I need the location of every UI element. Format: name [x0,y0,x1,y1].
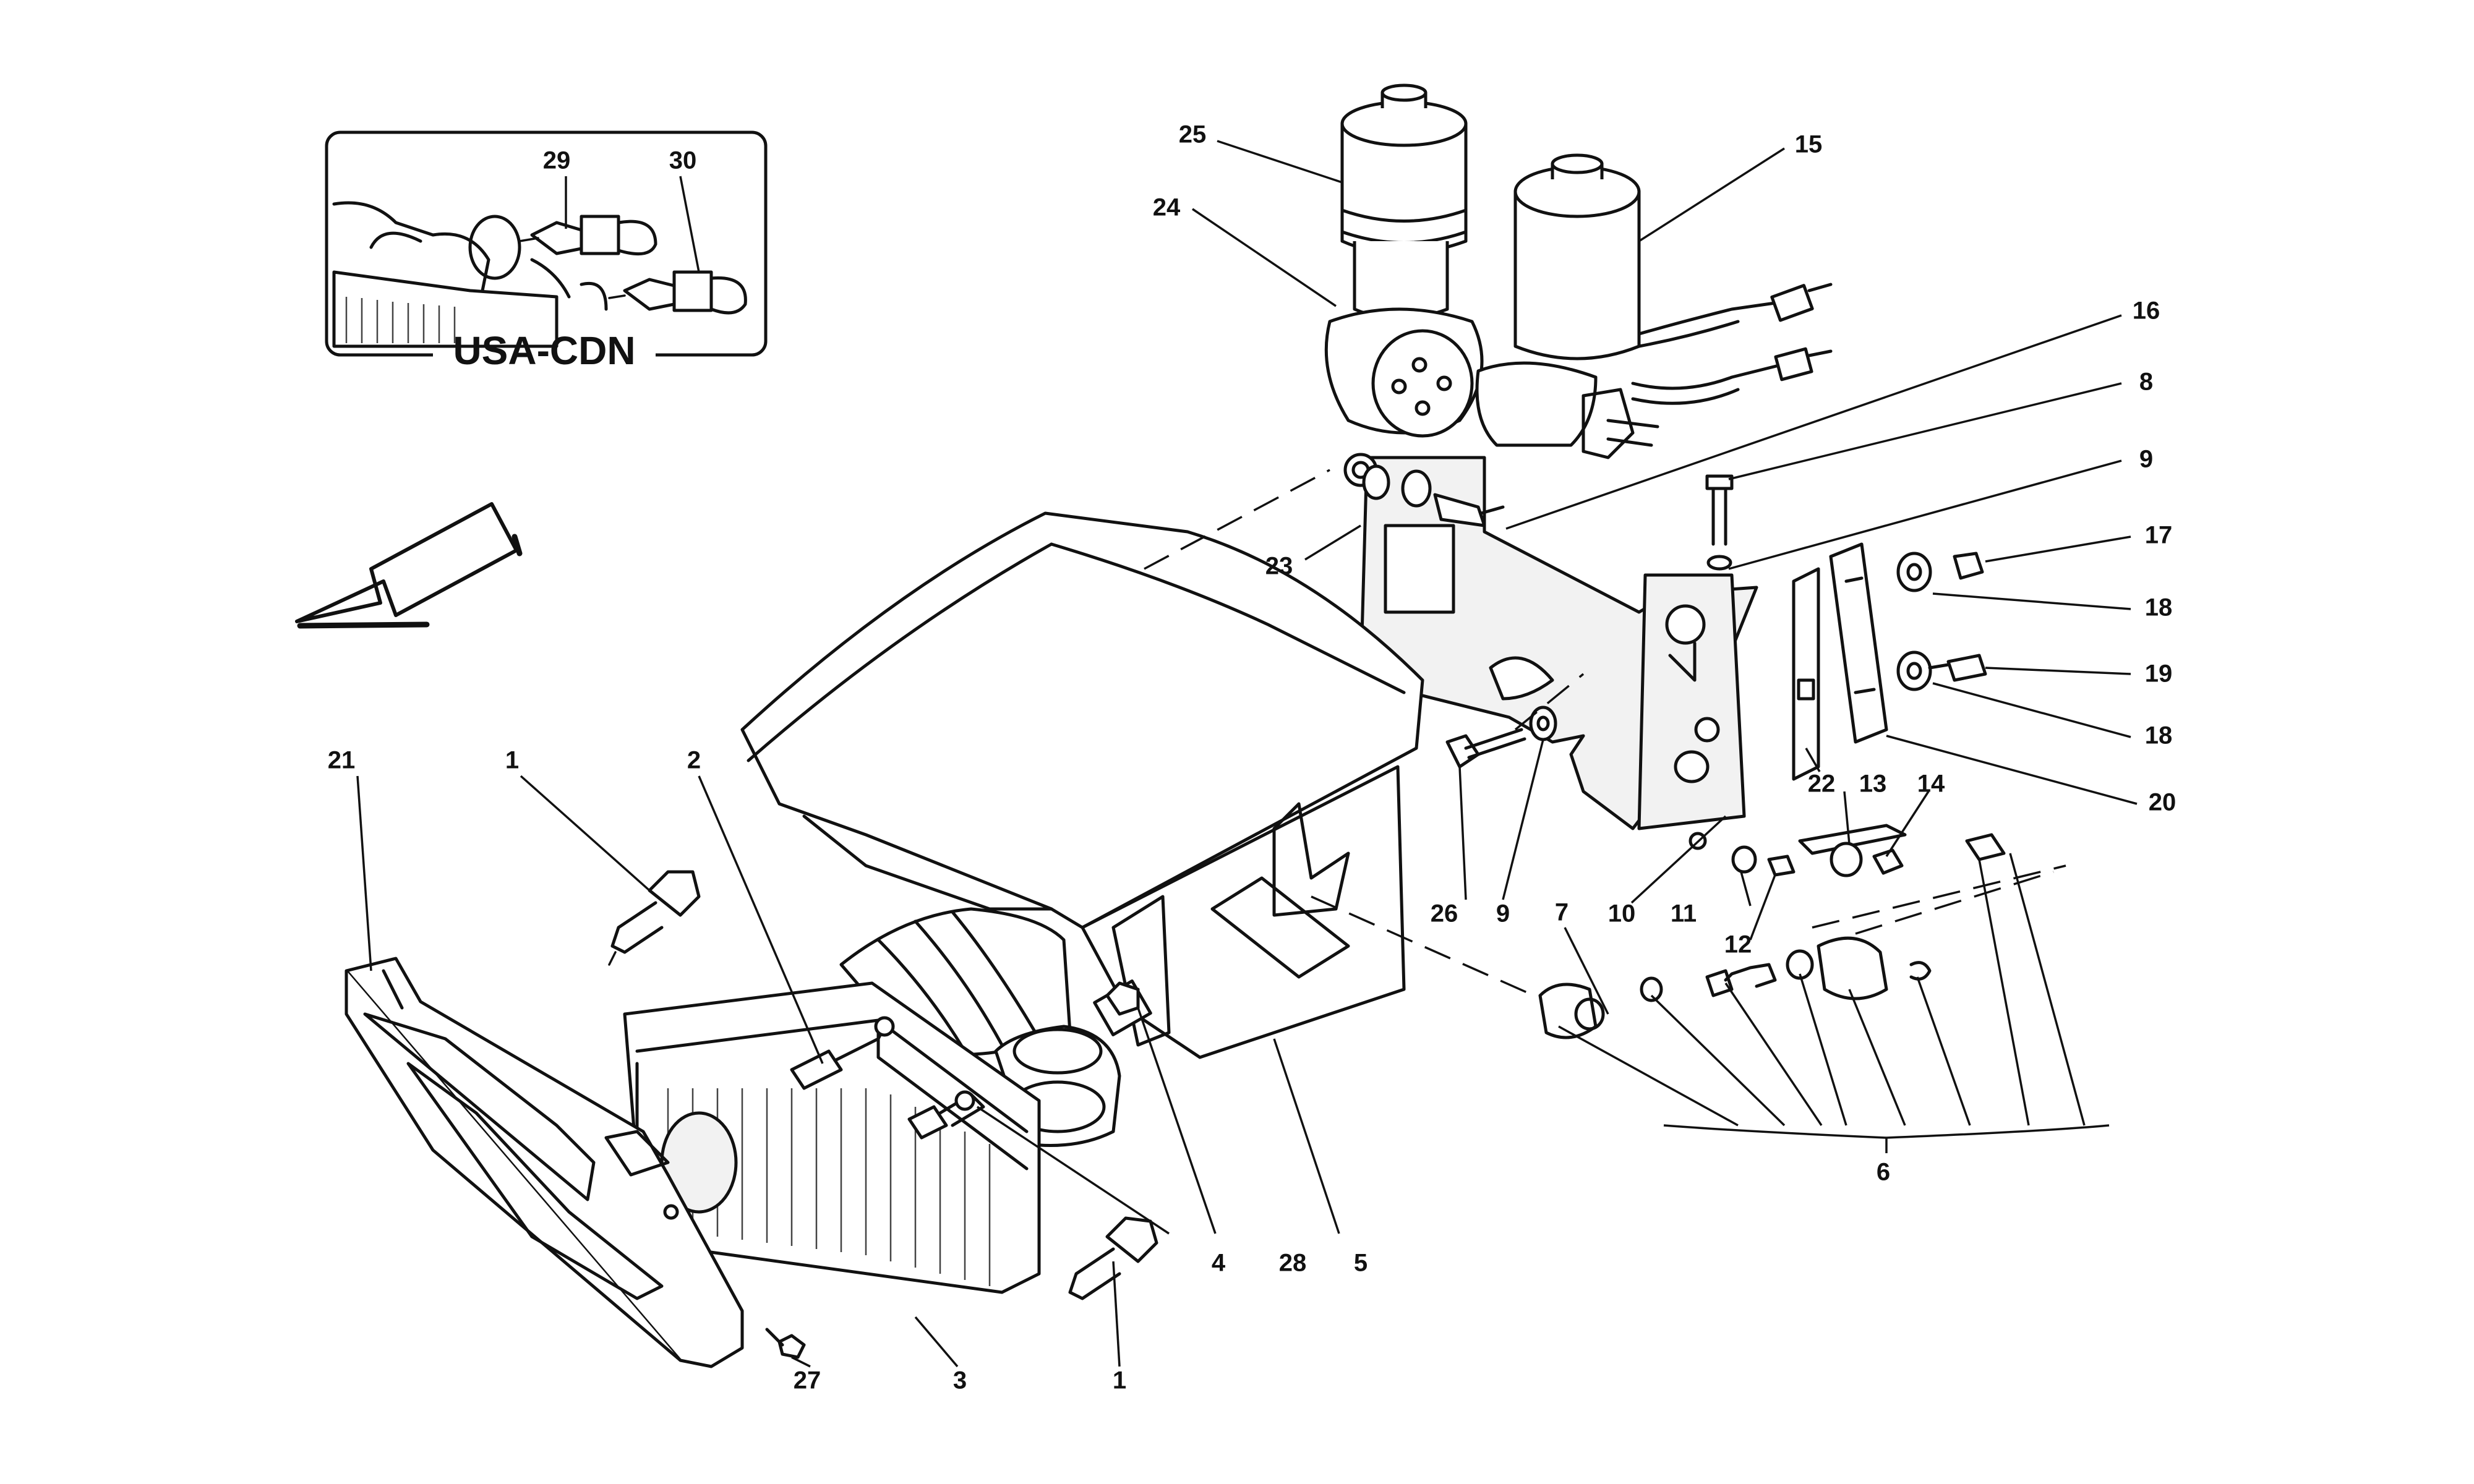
label-13: 13 [1859,770,1887,798]
label-16: 16 [2133,297,2160,325]
label-11: 11 [1671,900,1697,927]
part-1-bulb-upper [608,870,701,966]
label-17: 17 [2145,522,2173,549]
part-21-bezel [345,957,744,1368]
part-8-bolt [1705,474,1734,546]
part-15-motor [1475,153,1833,459]
label-25: 25 [1179,121,1207,148]
label-10: 10 [1608,900,1636,927]
part-20-plate [1829,542,1888,744]
part-24-pump [1324,241,1484,438]
part-28-screw [1105,981,1140,1016]
label-9-lower: 9 [1496,900,1510,927]
part-17-18-19-hardware [1896,552,1987,691]
callout-labels: 25 24 15 16 8 9 17 18 19 18 20 23 22 13 … [328,121,2177,1394]
part-25-cover [1340,83,1468,255]
part-3-headlamp [623,981,1041,1294]
label-28: 28 [1279,1250,1307,1277]
part-4-adjuster [907,1090,985,1140]
label-5: 5 [1354,1250,1368,1277]
label-22: 22 [1808,770,1836,798]
projection-lines [1144,469,2066,997]
part-11-12-nuts [1731,845,1796,877]
label-15: 15 [1795,131,1823,158]
label-3: 3 [953,1367,967,1394]
label-27: 27 [794,1367,821,1394]
label-12: 12 [1724,931,1752,958]
label-23: 23 [1265,553,1293,580]
label-26: 26 [1431,900,1458,927]
usa-cdn-inset: USA-CDN 29 30 [325,130,768,378]
inset-bulb-30 [608,270,747,315]
label-1-upper: 1 [505,747,519,774]
label-9-upper: 9 [2139,446,2153,473]
part-9-washer-upper [1706,555,1732,571]
inset-title: USA-CDN [453,328,635,373]
part-26-bolt [1445,728,1526,769]
label-7: 7 [1555,899,1569,926]
part-9-washer-lower [1529,706,1557,741]
label-2: 2 [687,747,701,774]
label-18-upper: 18 [2145,594,2173,621]
part-5-housing [740,511,1424,1059]
part-1-bulb-lower [1068,1216,1158,1300]
leader-lines [356,140,2138,1368]
direction-arrow [295,502,518,623]
label-1-lower: 1 [1113,1367,1126,1394]
part-22-plate [1792,567,1820,781]
label-20: 20 [2149,789,2177,816]
inset-title-backdrop [433,335,656,378]
label-30: 30 [669,147,697,174]
label-24: 24 [1153,194,1181,221]
label-4: 4 [1212,1250,1226,1277]
motor-assembly [1324,83,1833,459]
label-6: 6 [1877,1159,1890,1186]
part-23-fasteners [1362,464,1486,527]
label-14: 14 [1917,770,1945,798]
leader-30 [679,176,700,273]
part-13-14-nuts [1798,824,2006,877]
part-27-screw [765,1328,806,1359]
label-19: 19 [2145,660,2173,688]
inset-lamp-illustration [332,201,608,348]
inset-bulb-29 [518,215,657,256]
label-29: 29 [543,147,571,174]
part-16-bolt [1479,505,1505,515]
label-8: 8 [2139,369,2153,396]
part-2-adjuster [790,1016,895,1090]
bracket-window [1384,524,1455,614]
label-21: 21 [328,747,356,774]
label-18-lower: 18 [2145,722,2173,749]
